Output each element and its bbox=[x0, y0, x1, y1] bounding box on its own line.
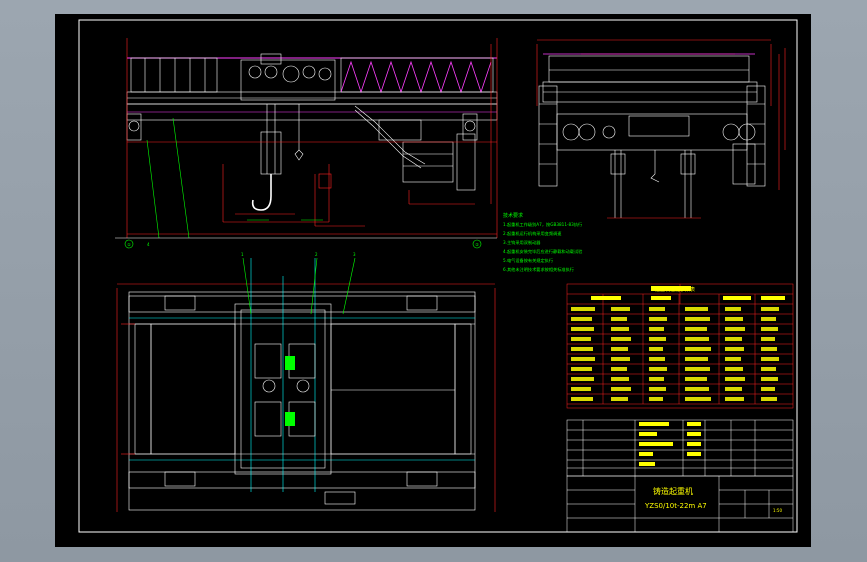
callout-number: 4 bbox=[147, 242, 150, 247]
grid-markers bbox=[124, 239, 482, 249]
table-cell-glyph bbox=[611, 367, 627, 371]
table-cell-glyph bbox=[761, 367, 776, 371]
parts-list bbox=[566, 419, 794, 477]
table-cell-glyph bbox=[611, 317, 627, 321]
table-cell-glyph bbox=[761, 337, 775, 341]
table-cell-glyph bbox=[611, 377, 629, 381]
table-cell-glyph bbox=[649, 307, 665, 311]
callout-number: 3 bbox=[353, 252, 356, 257]
callout-number: 1 bbox=[241, 252, 244, 257]
table-cell-glyph bbox=[611, 337, 631, 341]
table-cell-glyph bbox=[649, 357, 665, 361]
table-cell-glyph bbox=[725, 377, 745, 381]
table-cell-glyph bbox=[649, 327, 664, 331]
table-cell-glyph bbox=[611, 397, 628, 401]
table-cell-glyph bbox=[761, 387, 775, 391]
table-cell-glyph bbox=[725, 397, 744, 401]
table-cell-glyph bbox=[611, 387, 631, 391]
table-cell-glyph bbox=[571, 327, 594, 331]
title-block-name: 铸造起重机 bbox=[653, 486, 693, 496]
table-cell-glyph bbox=[685, 377, 707, 381]
performance-table: 起重机性能参数表 bbox=[566, 283, 794, 409]
note-line: 1.起重机工作级别A7，按GB3811-83执行 bbox=[503, 221, 582, 228]
table-cell-glyph bbox=[649, 367, 667, 371]
table-cell-glyph bbox=[649, 317, 667, 321]
table-cell-glyph bbox=[685, 307, 708, 311]
table-cell-glyph bbox=[685, 357, 708, 361]
table-cell-glyph bbox=[725, 307, 741, 311]
grid-marker-label: ② bbox=[475, 242, 479, 247]
table-cell-glyph bbox=[685, 337, 709, 341]
note-line: 2.起重机运行机构采用变频调速 bbox=[503, 230, 562, 237]
table-cell-glyph bbox=[611, 307, 630, 311]
table-cell-glyph bbox=[571, 387, 591, 391]
table-cell-glyph bbox=[725, 387, 742, 391]
table-cell-glyph bbox=[649, 337, 666, 341]
table-cell-glyph bbox=[685, 387, 709, 391]
table-cell-glyph bbox=[725, 317, 743, 321]
notes-title: 技术要求 bbox=[503, 212, 523, 219]
table-cell-glyph bbox=[725, 367, 743, 371]
front-elevation bbox=[115, 38, 498, 239]
table-cell-glyph bbox=[725, 327, 745, 331]
table-title: 起重机性能参数表 bbox=[655, 286, 695, 293]
drawing-sheet: 技术要求 1.起重机工作级别A7，按GB3811-83执行 2.起重机运行机构采用… bbox=[55, 14, 811, 547]
table-cell-glyph bbox=[685, 397, 711, 401]
table-cell-glyph bbox=[571, 367, 592, 371]
table-cell-glyph bbox=[761, 357, 779, 361]
table-cell-glyph bbox=[685, 347, 711, 351]
table-cell-glyph bbox=[725, 337, 742, 341]
table-cell-glyph bbox=[761, 347, 777, 351]
table-cell-glyph bbox=[761, 397, 777, 401]
table-cell-glyph bbox=[611, 347, 628, 351]
title-block-model: YZS0/10t-22m A7 bbox=[644, 502, 707, 510]
note-line: 4.起重机安装完毕后应进行静载和动载试验 bbox=[503, 248, 583, 255]
table-cell-glyph bbox=[571, 377, 594, 381]
note-line: 5.电气设备按有关规定执行 bbox=[503, 257, 553, 264]
table-cell-glyph bbox=[571, 357, 595, 361]
table-cell-glyph bbox=[571, 317, 592, 321]
table-cell-glyph bbox=[761, 307, 779, 311]
table-cell-glyph bbox=[685, 327, 707, 331]
plan-view bbox=[116, 257, 496, 512]
grid-marker-label: ① bbox=[127, 242, 131, 247]
technical-notes: 技术要求 1.起重机工作级别A7，按GB3811-83执行 2.起重机运行机构采用… bbox=[503, 212, 583, 273]
table-cell-glyph bbox=[611, 357, 630, 361]
note-line: 6.其他未注明技术要求按相关标准执行 bbox=[503, 266, 574, 273]
table-cell-glyph bbox=[685, 317, 710, 321]
title-block-scale: 1:50 bbox=[773, 508, 782, 513]
table-cell-glyph bbox=[649, 387, 666, 391]
side-elevation bbox=[536, 39, 786, 219]
table-cell-glyph bbox=[571, 307, 595, 311]
table-cell-glyph bbox=[571, 397, 593, 401]
table-cell-glyph bbox=[649, 397, 663, 401]
note-line: 3.主钩采用双制动器 bbox=[503, 239, 541, 246]
table-cell-glyph bbox=[725, 357, 741, 361]
table-cell-glyph bbox=[761, 327, 778, 331]
table-cell-glyph bbox=[761, 317, 776, 321]
table-cell-glyph bbox=[685, 367, 710, 371]
table-cell-glyph bbox=[725, 347, 744, 351]
table-cell-glyph bbox=[571, 347, 593, 351]
table-cell-glyph bbox=[649, 347, 663, 351]
callout-number: 2 bbox=[315, 252, 318, 257]
sheet-frame bbox=[78, 19, 798, 533]
title-block bbox=[566, 475, 794, 533]
table-cell-glyph bbox=[571, 337, 591, 341]
table-cell-glyph bbox=[611, 327, 629, 331]
table-cell-glyph bbox=[649, 377, 664, 381]
table-cell-glyph bbox=[761, 377, 778, 381]
crane-drawing: 技术要求 1.起重机工作级别A7，按GB3811-83执行 2.起重机运行机构采用… bbox=[78, 19, 798, 533]
